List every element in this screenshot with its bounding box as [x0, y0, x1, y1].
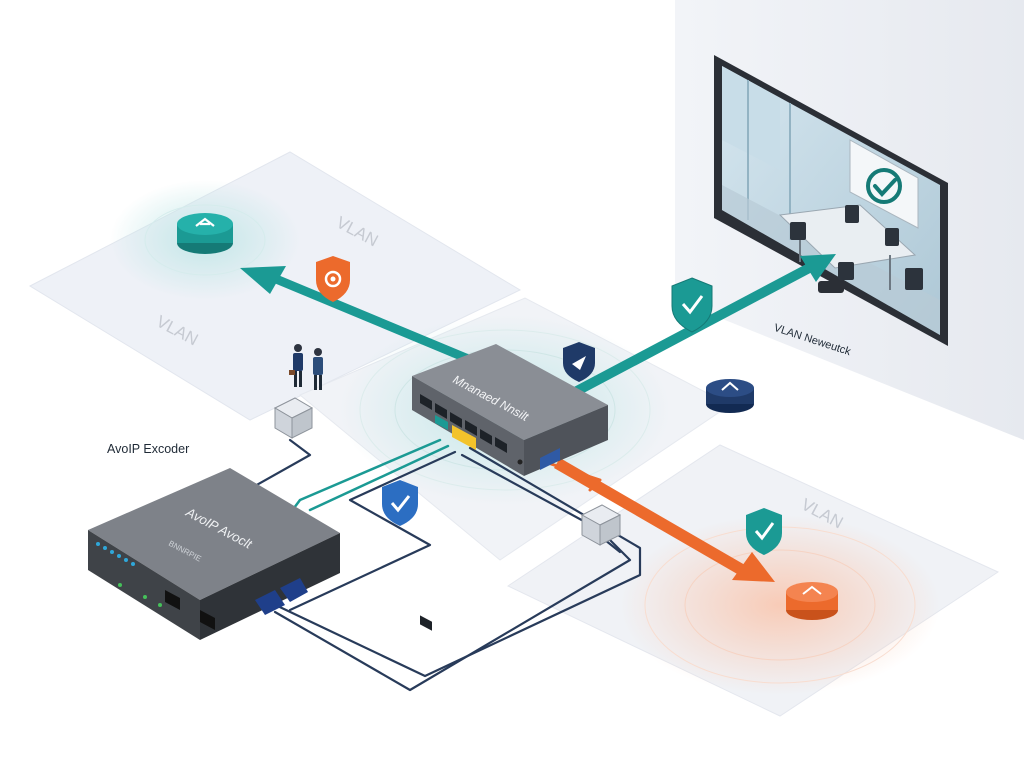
conference-table	[778, 204, 917, 269]
avoip-encoder[interactable]: AvoIP Avoclt BNNRPIE	[88, 468, 340, 640]
encoder-leds	[96, 542, 135, 566]
glow-rings	[144, 204, 916, 684]
shield-check-icon	[746, 508, 782, 555]
shield-check-icon	[382, 480, 418, 526]
teal-arrow-to-top	[240, 266, 492, 372]
camera	[818, 281, 844, 293]
shield-check-icon	[671, 277, 713, 333]
router-orange-icon[interactable]	[786, 582, 838, 620]
wall-outlet-right	[580, 504, 622, 546]
shield-plane-icon	[563, 342, 595, 382]
encoder-caption: AvoIP Excoder	[107, 442, 190, 456]
router-navy-icon[interactable]	[706, 379, 754, 413]
router-teal-icon[interactable]	[177, 213, 233, 254]
orange-glow	[620, 515, 940, 695]
check-icon	[866, 168, 902, 204]
switch-ports	[420, 615, 432, 631]
managed-switch[interactable]: Mnanaed Nnsilt	[412, 344, 608, 631]
people	[289, 344, 323, 390]
rj45-port	[165, 590, 180, 610]
shield-gear-icon	[316, 256, 350, 302]
orange-arrow-to-right	[554, 458, 775, 582]
yellow-patch	[452, 425, 476, 450]
wall-outlet-left	[273, 397, 314, 439]
chairs	[790, 205, 923, 290]
